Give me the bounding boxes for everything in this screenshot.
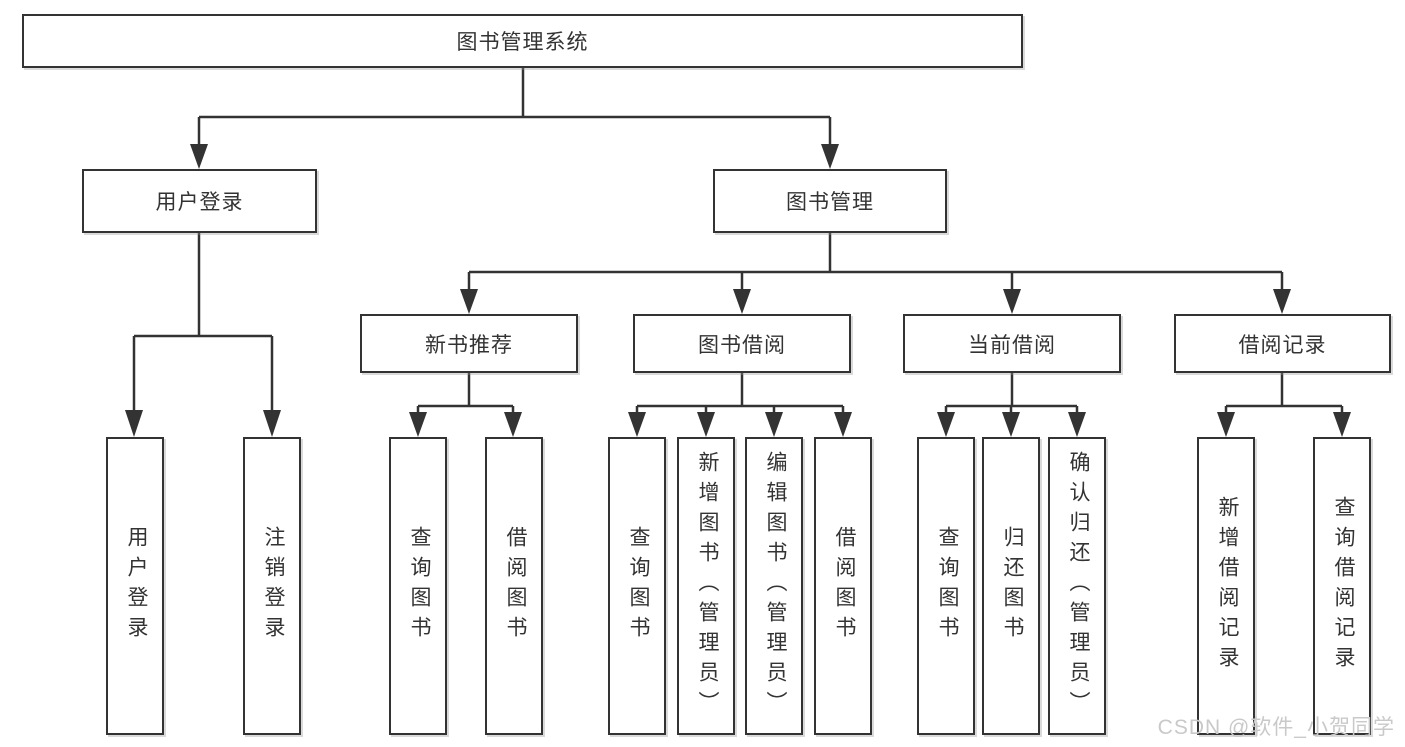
leaf-borrow-book: 借阅图书 bbox=[814, 437, 872, 735]
leaf-borrow-edit-admin: 编辑图书（管理员） bbox=[745, 437, 803, 735]
node-borrow-records: 借阅记录 bbox=[1174, 314, 1391, 373]
leaf-record-query: 查询借阅记录 bbox=[1313, 437, 1371, 735]
csdn-watermark: CSDN @软件_小贺同学 bbox=[1157, 716, 1395, 739]
leaf-current-query: 查询图书 bbox=[917, 437, 975, 735]
leaf-user-login: 用户登录 bbox=[106, 437, 164, 735]
leaf-current-return: 归还图书 bbox=[982, 437, 1040, 735]
leaf-borrow-query: 查询图书 bbox=[608, 437, 666, 735]
leaf-newbook-borrow: 借阅图书 bbox=[485, 437, 543, 735]
leaf-newbook-query: 查询图书 bbox=[389, 437, 447, 735]
node-user-login: 用户登录 bbox=[82, 169, 317, 233]
node-root-system: 图书管理系统 bbox=[22, 14, 1023, 68]
leaf-borrow-add-admin: 新增图书（管理员） bbox=[677, 437, 735, 735]
node-new-book-recommend: 新书推荐 bbox=[360, 314, 578, 373]
node-current-borrow: 当前借阅 bbox=[903, 314, 1121, 373]
node-book-borrow: 图书借阅 bbox=[633, 314, 851, 373]
leaf-logout: 注销登录 bbox=[243, 437, 301, 735]
node-book-management: 图书管理 bbox=[713, 169, 947, 233]
leaf-current-confirm-admin: 确认归还（管理员） bbox=[1048, 437, 1106, 735]
leaf-record-add: 新增借阅记录 bbox=[1197, 437, 1255, 735]
